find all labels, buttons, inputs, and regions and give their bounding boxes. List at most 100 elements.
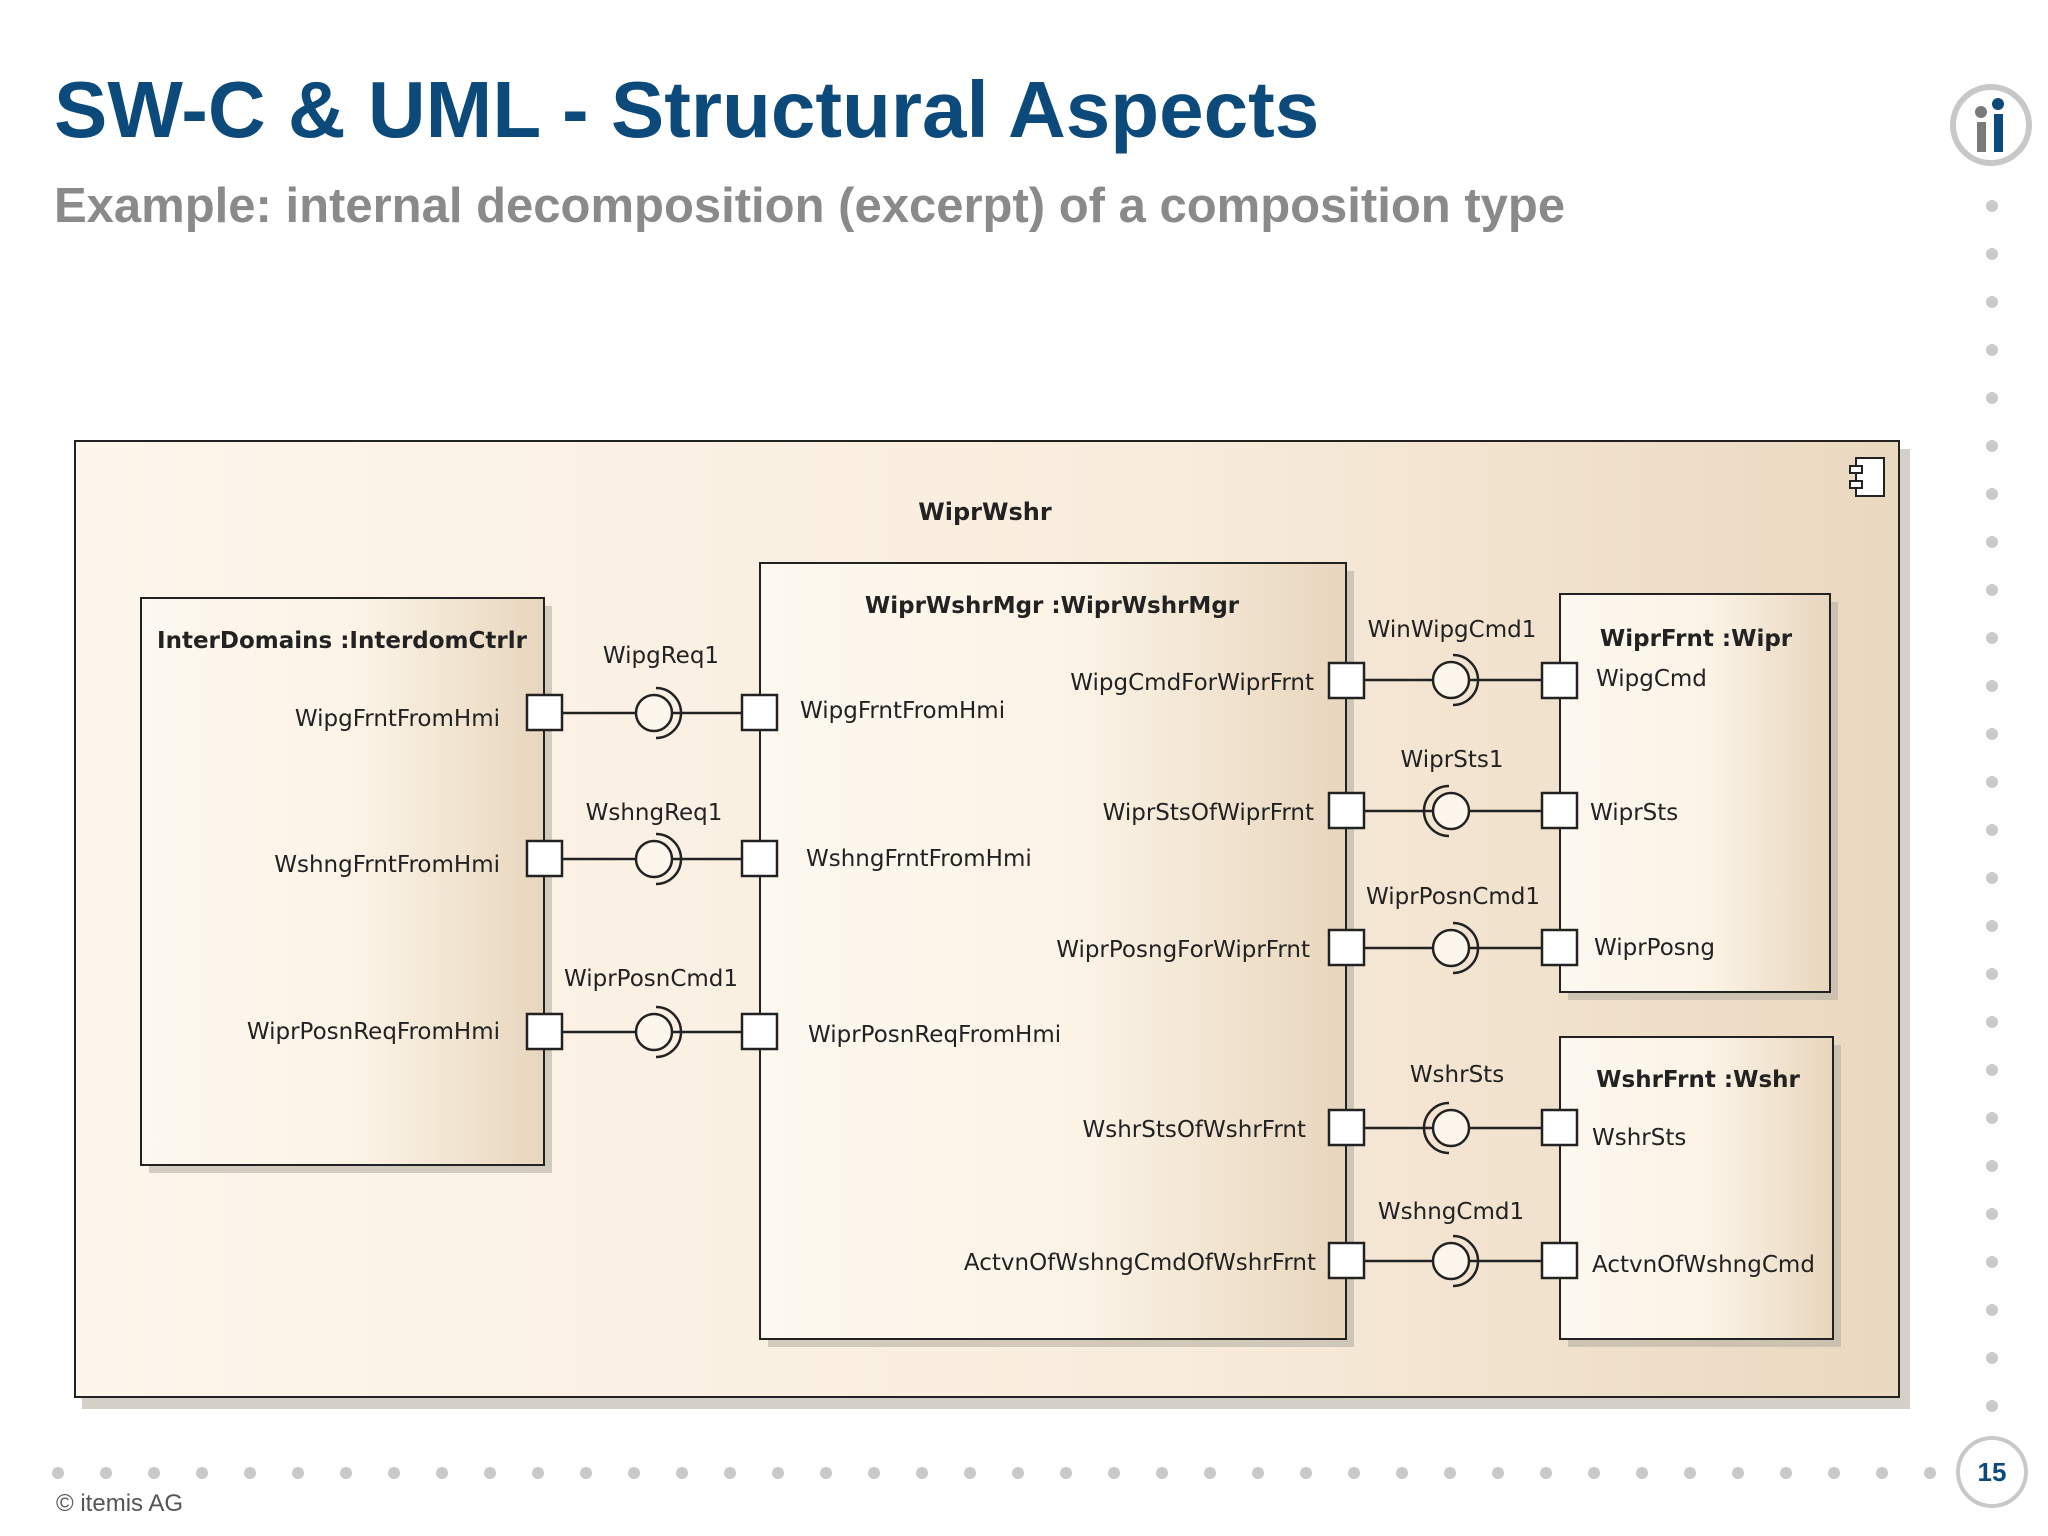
border-dot	[1252, 1467, 1264, 1479]
border-dot	[964, 1467, 976, 1479]
border-dot	[580, 1467, 592, 1479]
border-dot	[1684, 1467, 1696, 1479]
lollipop-socket-icon	[1431, 653, 1480, 707]
part-interdomains-title: InterDomains :InterdomCtrlr	[157, 628, 528, 654]
part-wshrfrnt[interactable]	[1559, 1036, 1834, 1340]
port-square	[1327, 1241, 1366, 1280]
border-dot	[1986, 824, 1998, 836]
lollipop-socket-icon	[634, 832, 683, 886]
connector-label: WshngCmd1	[1378, 1199, 1524, 1225]
border-dot	[1348, 1467, 1360, 1479]
border-dot	[1108, 1467, 1120, 1479]
lollipop-socket-icon	[1431, 921, 1480, 975]
port-label: WiprPosnReqFromHmi	[247, 1019, 500, 1045]
port-label: WshngFrntFromHmi	[274, 852, 500, 878]
border-dot	[1204, 1467, 1216, 1479]
assembly-symbols	[634, 653, 1480, 1288]
border-dot	[1986, 1112, 1998, 1124]
border-dot	[868, 1467, 880, 1479]
port-square	[740, 839, 779, 878]
port-square	[525, 839, 564, 878]
connector-label: WiprSts1	[1401, 747, 1504, 773]
border-dot	[676, 1467, 688, 1479]
port-square	[740, 1012, 779, 1051]
port-label: WshrStsOfWshrFrnt	[1082, 1117, 1306, 1143]
port-label: WshngFrntFromHmi	[806, 846, 1032, 872]
part-mgr-title: WiprWshrMgr :WiprWshrMgr	[865, 593, 1240, 619]
port-label: ActvnOfWshngCmd	[1592, 1252, 1815, 1278]
border-dot	[1986, 488, 1998, 500]
border-dot	[388, 1467, 400, 1479]
connector-label: WshngReq1	[586, 800, 723, 826]
border-dot	[532, 1467, 544, 1479]
lollipop-socket-icon	[634, 686, 683, 740]
border-dot	[1924, 1467, 1936, 1479]
border-dot	[1986, 200, 1998, 212]
border-dot	[1986, 872, 1998, 884]
border-dot	[1986, 776, 1998, 788]
border-dot	[1780, 1467, 1792, 1479]
border-dot	[1986, 968, 1998, 980]
composition-name: WiprWshr	[918, 498, 1052, 526]
border-dot	[1986, 392, 1998, 404]
uml-component-icon	[1849, 457, 1885, 497]
border-dot	[1396, 1467, 1408, 1479]
connector-label: WiprPosnCmd1	[564, 966, 738, 992]
connector-label: WiprPosnCmd1	[1366, 884, 1540, 910]
part-wiprfrnt[interactable]	[1559, 593, 1831, 993]
slide-subtitle: Example: internal decomposition (excerpt…	[54, 179, 1566, 233]
lollipop-socket-icon	[1422, 1101, 1471, 1155]
border-dot	[1540, 1467, 1552, 1479]
port-square	[1540, 661, 1579, 700]
port-square	[1327, 661, 1366, 700]
part-wiprfrnt-title: WiprFrnt :Wipr	[1600, 626, 1793, 652]
border-dot	[1156, 1467, 1168, 1479]
connector-label: WshrSts	[1410, 1062, 1504, 1088]
ports	[525, 661, 1579, 1280]
border-dot	[1300, 1467, 1312, 1479]
port-square	[525, 1012, 564, 1051]
border-dot	[1986, 1160, 1998, 1172]
connector-label: WipgReq1	[603, 643, 719, 669]
port-square	[525, 693, 564, 732]
port-square	[1327, 791, 1366, 830]
lollipop-socket-icon	[1431, 1234, 1480, 1288]
part-wshrfrnt-title: WshrFrnt :Wshr	[1596, 1067, 1800, 1093]
port-label: WshrSts	[1592, 1125, 1686, 1151]
border-dot	[484, 1467, 496, 1479]
border-dot	[1986, 1016, 1998, 1028]
port-label: WipgCmdForWiprFrnt	[1070, 670, 1314, 696]
border-dot	[916, 1467, 928, 1479]
border-dot	[820, 1467, 832, 1479]
border-dot	[1986, 1352, 1998, 1364]
lollipop-socket-icon	[1422, 784, 1471, 838]
port-square	[1540, 928, 1579, 967]
border-dot	[1986, 1256, 1998, 1268]
port-label: WipgFrntFromHmi	[800, 698, 1005, 724]
port-square	[1540, 1108, 1579, 1147]
port-square	[1327, 1108, 1366, 1147]
border-dot	[1986, 1400, 1998, 1412]
border-dot	[340, 1467, 352, 1479]
itemis-logo-icon	[1950, 84, 2032, 166]
border-dot	[436, 1467, 448, 1479]
part-wiprwshrmgr[interactable]	[759, 562, 1347, 1340]
part-interdomains[interactable]	[140, 597, 545, 1166]
border-dot	[1986, 536, 1998, 548]
border-dot	[1828, 1467, 1840, 1479]
border-dot	[292, 1467, 304, 1479]
port-label: WiprPosngForWiprFrnt	[1056, 937, 1310, 963]
border-dot	[1986, 296, 1998, 308]
border-dot	[1986, 344, 1998, 356]
border-dot	[1492, 1467, 1504, 1479]
port-label: WiprPosng	[1594, 935, 1715, 961]
port-square	[1540, 791, 1579, 830]
border-dot	[196, 1467, 208, 1479]
border-dot	[1986, 920, 1998, 932]
port-square	[740, 693, 779, 732]
port-square	[1327, 928, 1366, 967]
border-dot	[1012, 1467, 1024, 1479]
